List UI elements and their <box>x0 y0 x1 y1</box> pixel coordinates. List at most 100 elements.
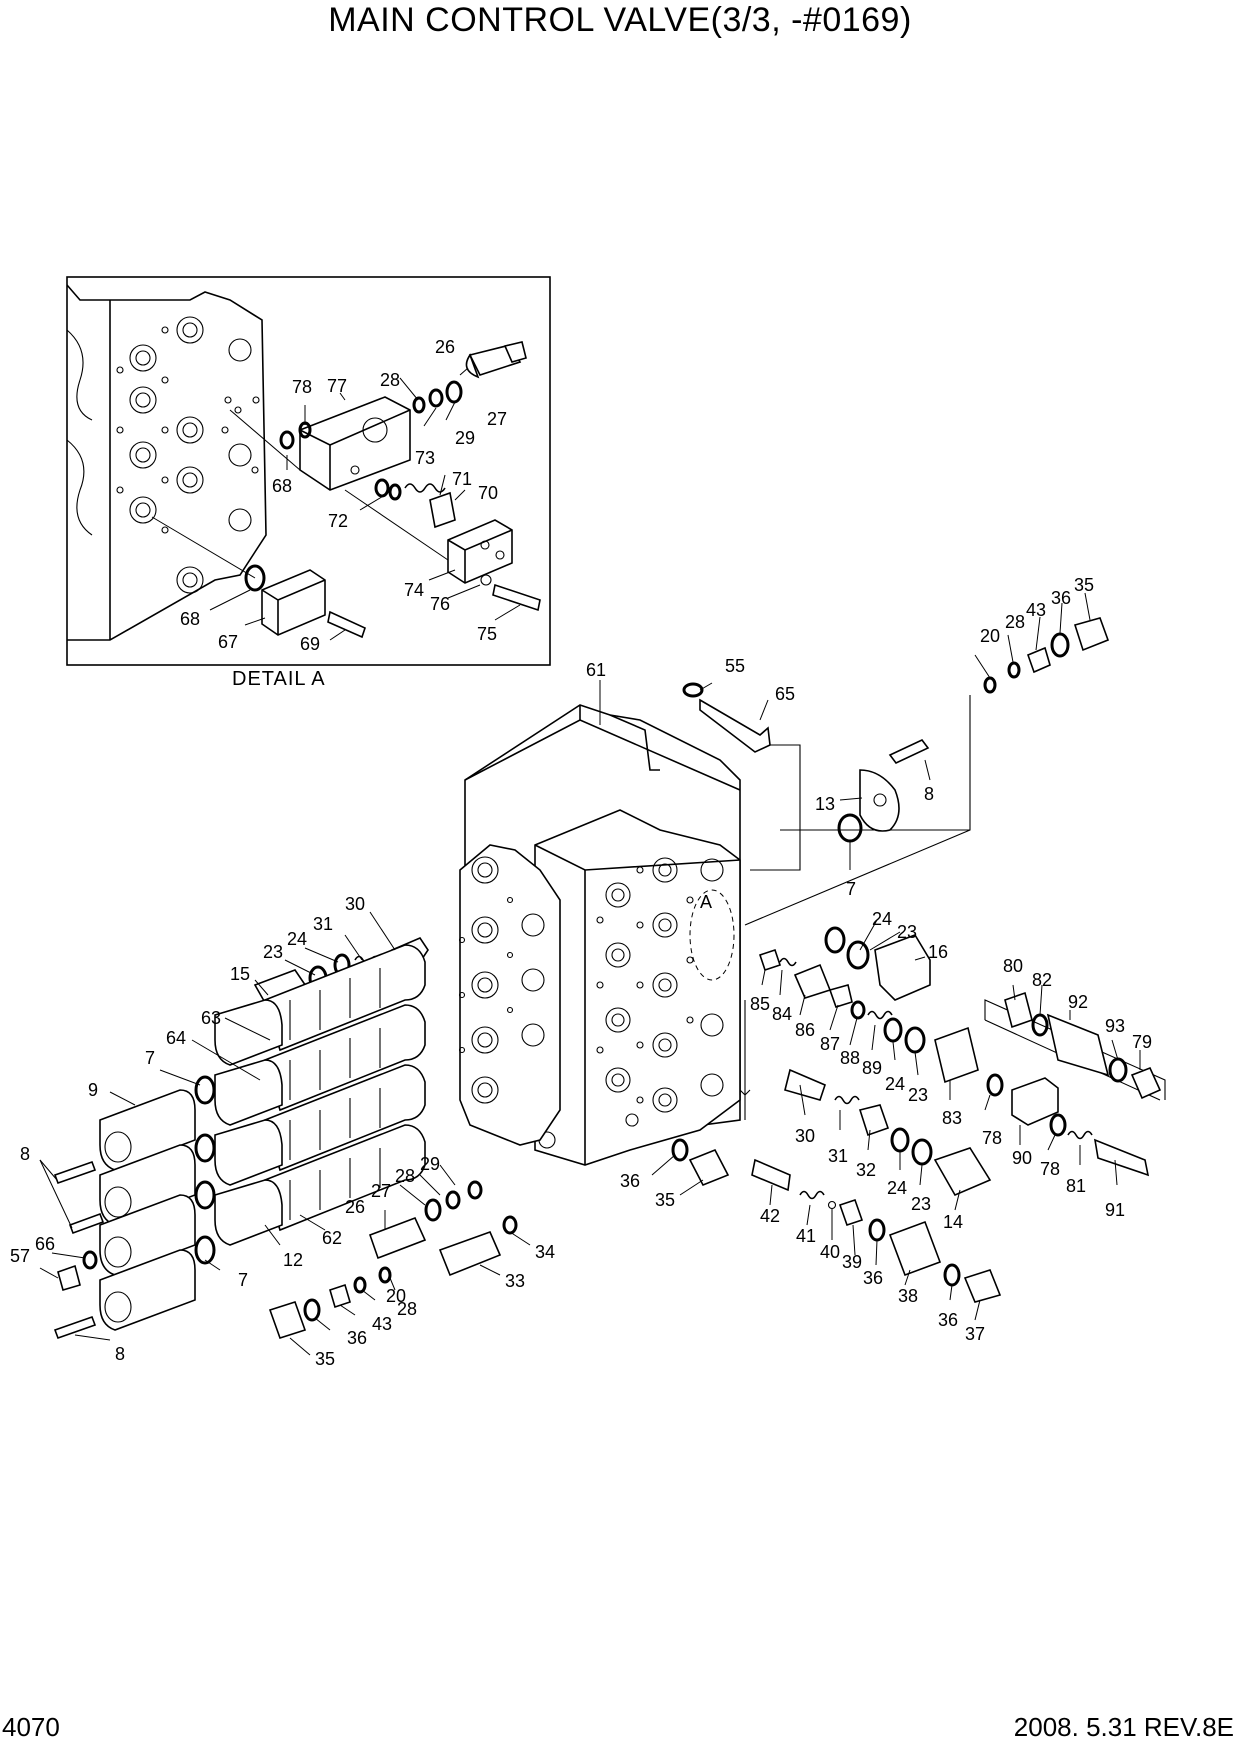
part-24-ring-upper <box>824 926 846 954</box>
part-24-ring-mid <box>883 1017 903 1043</box>
part-93-oring <box>1108 1057 1128 1083</box>
part-23-ring-low <box>911 1138 933 1166</box>
callout-36-c: 36 <box>863 1268 883 1288</box>
callout-detail-27: 27 <box>487 409 507 429</box>
detail-part-70-plug <box>429 491 456 529</box>
callout-7-left-upper: 7 <box>145 1048 155 1068</box>
part-78-ring-a <box>986 1073 1004 1097</box>
spool-group <box>214 944 426 1246</box>
callout-detail-68b: 68 <box>180 609 200 629</box>
callout-33: 33 <box>505 1271 525 1291</box>
callout-7-left-low: 7 <box>238 1270 248 1290</box>
cap-mid <box>214 1119 283 1186</box>
callout-35-low: 35 <box>315 1349 335 1369</box>
part-36-ring-c <box>868 1218 886 1242</box>
part-89-spring <box>867 1010 893 1020</box>
part-38-body <box>888 1220 942 1277</box>
callout-32: 32 <box>856 1160 876 1180</box>
page-title: MAIN CONTROL VALVE(3/3, -#0169) <box>328 1 912 39</box>
callout-42: 42 <box>760 1206 780 1226</box>
callout-detail-a-marker: A <box>700 892 712 912</box>
part-23-ring-mid <box>904 1026 926 1054</box>
main-body-ports <box>538 857 724 1149</box>
part-36-oring-low <box>303 1298 321 1322</box>
callout-79: 79 <box>1132 1032 1152 1052</box>
callout-28-top: 28 <box>1005 612 1025 632</box>
detail-part-77-block <box>299 396 411 491</box>
part-35-plug-low <box>268 1301 307 1339</box>
part-80-spring-seat <box>1004 991 1033 1029</box>
callout-detail-77: 77 <box>327 376 347 396</box>
spool-63-upper <box>264 944 426 1052</box>
callout-65: 65 <box>775 684 795 704</box>
part-7-oring-top <box>837 813 863 843</box>
detail-part-69-bolt <box>327 610 366 639</box>
part-86-sleeve <box>793 963 832 999</box>
callout-35-center: 35 <box>655 1190 675 1210</box>
callout-86: 86 <box>795 1020 815 1040</box>
part-88-oring <box>850 1000 866 1020</box>
revision-date: 2008. 5.31 REV.8E <box>1013 1712 1234 1742</box>
detail-part-76-washer <box>480 574 492 586</box>
detail-part-26-relief-valve <box>465 341 527 379</box>
callout-detail-69: 69 <box>300 634 320 654</box>
detail-valve-body <box>66 284 267 641</box>
callout-87: 87 <box>820 1034 840 1054</box>
part-41-spring <box>799 1190 825 1200</box>
callout-9: 9 <box>88 1080 98 1100</box>
part-31-spring-right <box>834 1095 860 1105</box>
part-43-plug-top <box>1026 646 1051 674</box>
callout-13: 13 <box>815 794 835 814</box>
callout-30-left: 30 <box>345 894 365 914</box>
detail-part-75-bolt <box>492 583 541 612</box>
callout-80: 80 <box>1003 956 1023 976</box>
part-37-plug <box>963 1269 1002 1303</box>
callout-14: 14 <box>943 1212 963 1232</box>
part-9-covers <box>99 1089 196 1331</box>
callout-85: 85 <box>750 994 770 1014</box>
detail-part-28-oring <box>412 396 426 414</box>
callout-92: 92 <box>1068 992 1088 1012</box>
part-7-oring-low-left <box>194 1235 216 1265</box>
part-92-sleeve <box>1046 1013 1110 1077</box>
callout-83: 83 <box>942 1108 962 1128</box>
assembly-guide-lines <box>739 695 1166 1120</box>
callout-detail-70: 70 <box>478 483 498 503</box>
callout-30-right: 30 <box>795 1126 815 1146</box>
part-65-bolt <box>699 698 771 753</box>
callout-23-upper: 23 <box>897 922 917 942</box>
page-number: 4070 <box>2 1712 60 1742</box>
callout-24-mid: 24 <box>885 1074 905 1094</box>
part-78-ring-b <box>1049 1113 1067 1137</box>
part-28-oring-low <box>353 1276 367 1294</box>
callout-61: 61 <box>586 660 606 680</box>
callout-93: 93 <box>1105 1016 1125 1036</box>
detail-part-74-cover <box>447 519 513 584</box>
callout-detail-26: 26 <box>435 337 455 357</box>
part-24-ring-low <box>890 1127 910 1153</box>
part-8-bolt-top <box>888 738 930 765</box>
callout-detail-29: 29 <box>455 428 475 448</box>
detail-part-71-spring <box>404 483 446 493</box>
callout-35-top: 35 <box>1074 575 1094 595</box>
callout-8-low: 8 <box>115 1344 125 1364</box>
callout-24-upper: 24 <box>872 909 892 929</box>
part-7-oring-upper-left <box>194 1075 216 1105</box>
callout-detail-78: 78 <box>292 377 312 397</box>
part-32-piston <box>858 1104 890 1137</box>
callout-39: 39 <box>842 1252 862 1272</box>
part-43-plug-low <box>329 1283 351 1309</box>
callout-63: 63 <box>201 1008 221 1028</box>
callout-24-left: 24 <box>287 929 307 949</box>
callout-64: 64 <box>166 1028 186 1048</box>
spool-62-upper <box>264 1064 426 1172</box>
detail-a-inset <box>66 276 551 666</box>
callout-31-right: 31 <box>828 1146 848 1166</box>
part-29-backup-ring-main <box>467 1180 483 1200</box>
detail-part-72-oring <box>388 483 402 501</box>
part-85-poppet <box>758 948 782 972</box>
callout-78-a: 78 <box>982 1128 1002 1148</box>
part-36-oring-top <box>1050 632 1070 658</box>
detail-part-29-backup-ring <box>428 388 444 408</box>
part-36-ring-d <box>943 1263 961 1287</box>
